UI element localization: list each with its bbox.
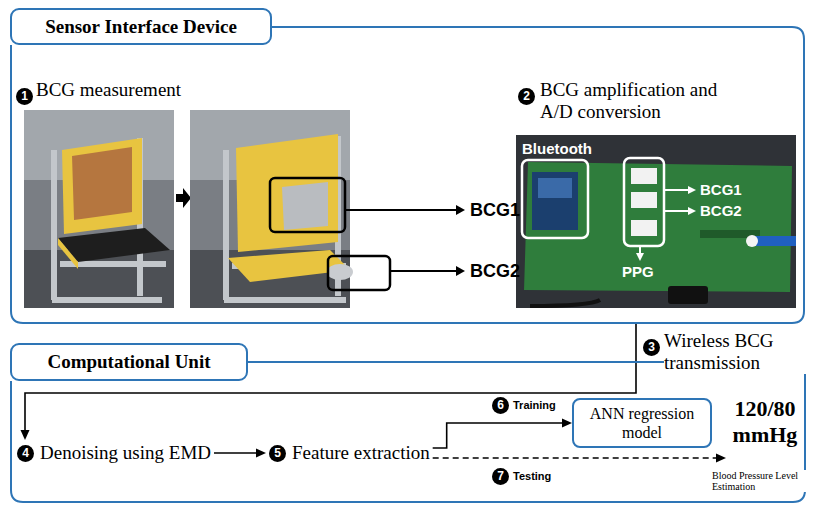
chair-photo — [24, 110, 174, 308]
module-chip — [538, 178, 572, 198]
leader-line — [665, 189, 688, 191]
connector — [631, 192, 657, 208]
model-box: ANN regression model — [572, 398, 712, 448]
leader-head — [456, 266, 465, 276]
callout-number: 5 — [269, 445, 286, 462]
sensor-pad — [327, 264, 353, 280]
callout-number: 7 — [492, 468, 509, 485]
leader-line — [346, 209, 457, 211]
leader-line — [665, 210, 688, 212]
photo-ground — [516, 135, 796, 308]
arrow-head — [21, 430, 30, 440]
panel-heading: Computational Unit — [10, 343, 248, 381]
node-text: Feature extraction — [292, 442, 430, 464]
leader-line — [639, 247, 641, 254]
connector-line — [433, 457, 718, 459]
sensor-sheet — [72, 147, 132, 220]
leader-line — [391, 270, 457, 272]
arrow-head — [716, 454, 726, 463]
led — [746, 235, 758, 247]
chair-seat — [58, 228, 170, 262]
leader-head — [636, 253, 644, 261]
panel-outline — [11, 27, 804, 323]
usb-cable — [752, 236, 796, 246]
connector-arrow — [433, 419, 572, 449]
circuit-board — [524, 162, 792, 292]
callout-number: 1 — [16, 88, 33, 105]
phase-label: Training — [513, 398, 556, 413]
callout-number: 3 — [643, 339, 660, 356]
step-arrow — [176, 188, 191, 208]
sensor-outline — [270, 178, 345, 232]
signal-label: PPG — [622, 263, 654, 281]
chair-seat-edge — [58, 238, 78, 269]
process-step: 4 Denoising using EMD — [14, 440, 214, 466]
panel-group: Sensor Interface Device — [10, 8, 805, 324]
signal-label: BCG2 — [700, 202, 742, 220]
node-text: 120/80 mmHg — [726, 396, 804, 448]
chair-back — [62, 138, 142, 234]
callout-number: 4 — [17, 445, 34, 462]
panel-heading: Sensor Interface Device — [10, 8, 272, 45]
callout-number: 6 — [492, 397, 509, 414]
step-label: BCG measurement — [36, 79, 181, 101]
process-step: 5 Feature extraction — [266, 440, 433, 466]
connector — [631, 220, 657, 236]
chair-frame — [52, 138, 166, 300]
sensor-label: BCG1 — [470, 200, 520, 220]
sensor-label: BCG2 — [470, 261, 520, 281]
board-photo — [516, 135, 796, 308]
signal-label: BCG1 — [700, 181, 742, 199]
sensor-outline — [328, 256, 390, 290]
photo-ground — [24, 110, 174, 308]
leader-head — [688, 186, 696, 194]
node-text: ANN regression model — [584, 404, 700, 442]
photo-ground — [190, 110, 350, 308]
panel-outline — [11, 362, 805, 502]
arrow-head — [562, 419, 572, 428]
leader-head — [456, 205, 465, 215]
connector-arrow — [214, 449, 266, 458]
highlight-outline — [522, 160, 588, 238]
step-label: Wireless BCG transmission — [664, 330, 808, 374]
connector-arrow — [433, 454, 726, 463]
step-label: BCG amplification and A/D conversion — [540, 79, 735, 123]
chair-back — [236, 134, 338, 252]
node-text: Denoising using EMD — [40, 442, 211, 464]
highlight-outline — [624, 158, 664, 246]
panel-outline — [10, 8, 805, 324]
arrow-head — [256, 449, 266, 458]
leader-head — [688, 207, 696, 215]
sensor-pad — [282, 182, 328, 230]
result-text: 120/80 mmHg — [726, 396, 804, 466]
connector-line — [214, 452, 258, 454]
bluetooth-module — [532, 172, 578, 230]
cable — [530, 300, 600, 306]
connector-line — [433, 423, 564, 448]
phase-label: Testing — [513, 469, 551, 484]
ppg-sensor — [668, 286, 708, 304]
callout-number: 2 — [518, 88, 535, 105]
note-text: Blood Pressure Level Estimation — [712, 470, 808, 492]
connector — [631, 168, 657, 184]
part-label: Bluetooth — [522, 140, 592, 158]
